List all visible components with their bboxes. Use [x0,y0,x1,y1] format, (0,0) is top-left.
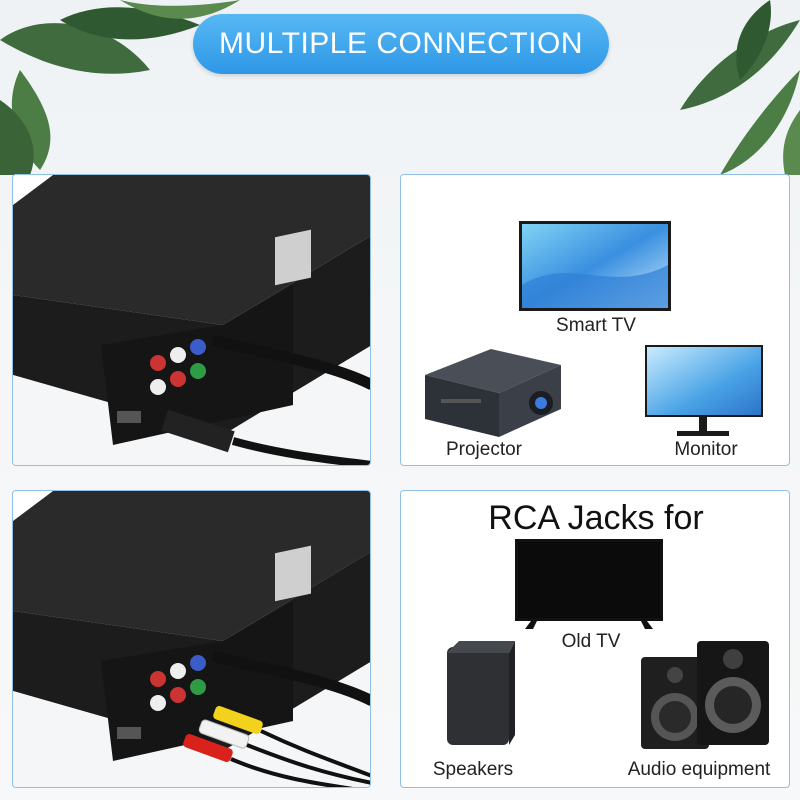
dvd-hdmi-photo-panel [12,174,371,466]
smart-tv-label: Smart TV [556,315,636,336]
rca-plugs [183,705,370,787]
dvd-player-hdmi-illustration [13,175,370,465]
old-tv-label: Old TV [561,631,621,652]
dvd-rca-photo-panel [12,490,371,788]
title-banner: MULTIPLE CONNECTION [193,14,609,74]
leaf-decoration-left [0,0,240,175]
old-tv-icon [515,539,663,629]
speaker-icon [447,641,515,745]
dvd-player-rca-illustration [13,491,370,787]
monitor-icon [645,345,763,436]
smart-tv-icon [519,221,671,311]
monitor-label: Monitor [674,439,738,460]
rca-devices-panel: RCA Jacks for Old TV Speakers Audio equi… [400,490,790,788]
projector-label: Projector [445,439,523,460]
leaf-decoration-right [680,0,800,175]
audio-equipment-icon [641,641,769,749]
speakers-label: Speakers [432,759,514,780]
hdmi-devices-panel: Smart TV Projector Monitor [400,174,790,466]
projector-icon [425,349,561,437]
rca-heading: RCA Jacks for [488,499,704,537]
audio-equipment-label: Audio equipment [627,759,771,780]
